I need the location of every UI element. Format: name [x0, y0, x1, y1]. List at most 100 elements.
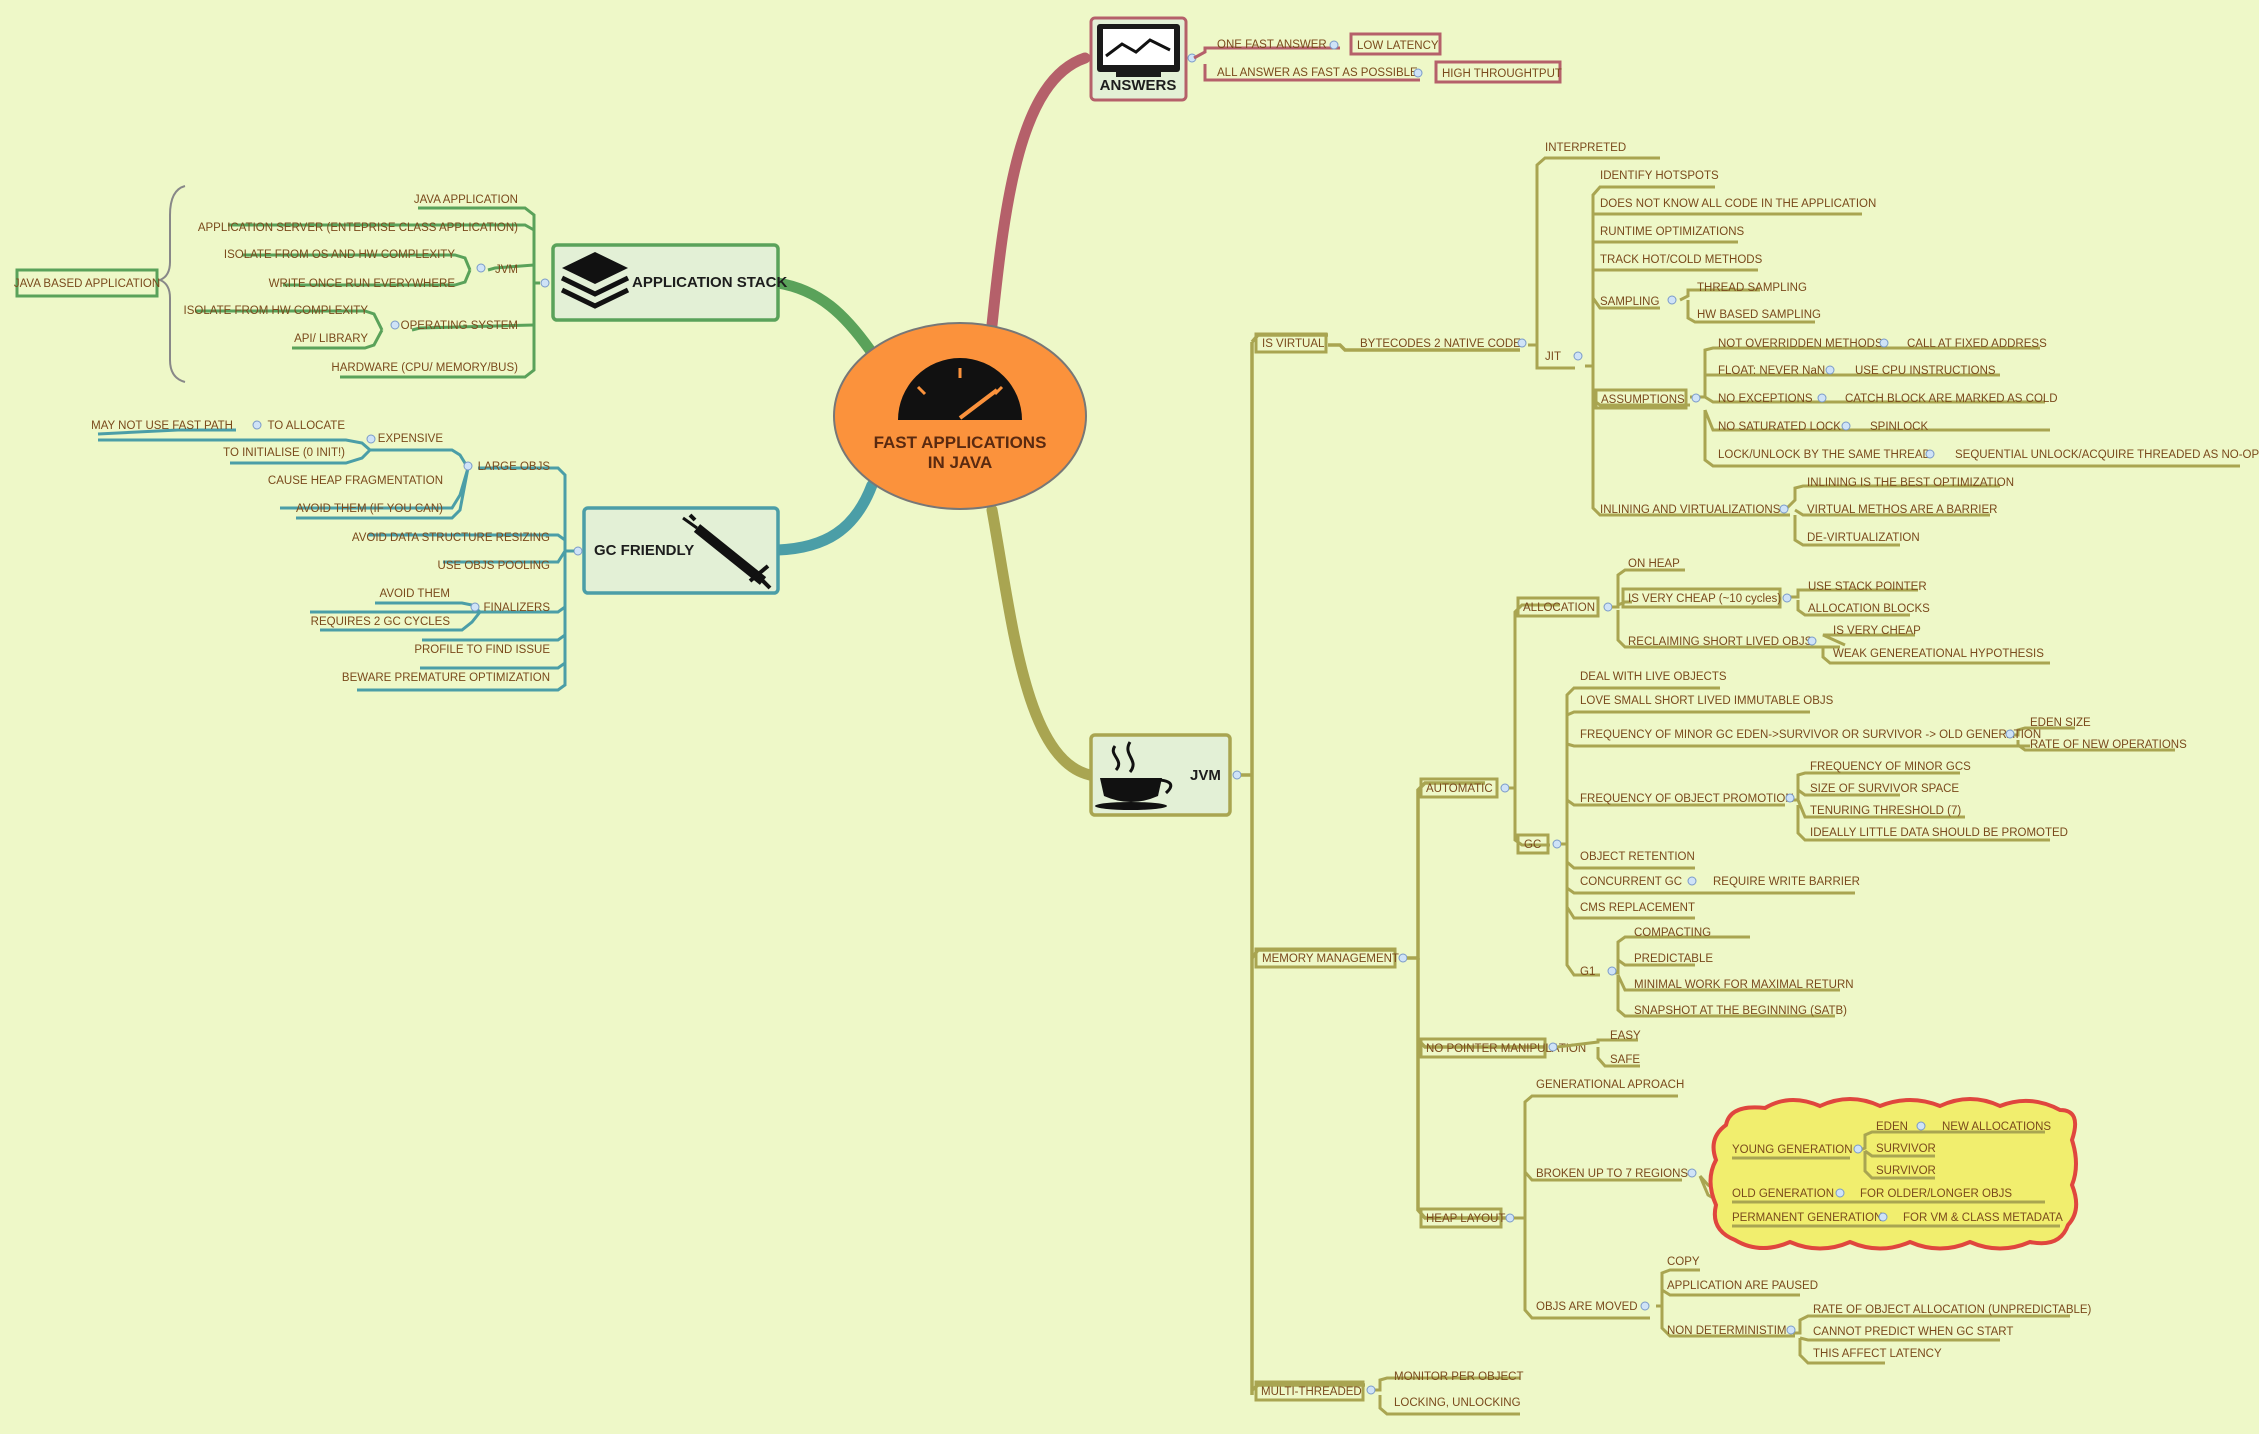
jvm-interpreted: INTERPRETED — [1545, 142, 1626, 154]
jvm-heap-layout: HEAP LAYOUT — [1426, 1213, 1505, 1225]
jvm-survivor-1: SURVIVOR — [1876, 1143, 1936, 1155]
jvm-g1: G1 — [1580, 966, 1595, 978]
jvm-no-pointer: NO POINTER MANIPULATION — [1426, 1043, 1586, 1055]
jvm-hw-sampling: HW BASED SAMPLING — [1697, 309, 1821, 321]
jvm-new-allocations: NEW ALLOCATIONS — [1942, 1121, 2051, 1133]
answer-result-1: LOW LATENCY — [1357, 40, 1439, 52]
jvm-freq-minor: FREQUENCY OF MINOR GC EDEN->SURVIVOR OR … — [1580, 729, 2041, 741]
jvm-snapshot: SNAPSHOT AT THE BEGINNING (SATB) — [1634, 1005, 1847, 1017]
jvm-sequential-unlock: SEQUENTIAL UNLOCK/ACQUIRE THREADED AS NO… — [1955, 449, 2259, 461]
jvm-identify-hotspots: IDENTIFY HOTSPOTS — [1600, 170, 1719, 182]
jvm-easy: EASY — [1610, 1030, 1641, 1042]
jvm-concurrent-gc: CONCURRENT GC — [1580, 876, 1682, 888]
stack-os-child-1: ISOLATE FROM HW COMPLEXITY — [184, 305, 369, 317]
stack-jvm-child-2: WRITE ONCE RUN EVERYWHERE — [269, 278, 456, 290]
stack-jvm: JVM — [495, 264, 518, 276]
jvm-rate-new-ops: RATE OF NEW OPERATIONS — [2030, 739, 2187, 751]
stack-app-server: APPLICATION SERVER (ENTEPRISE CLASS APPL… — [198, 222, 518, 234]
center-title-1: FAST APPLICATIONS — [874, 433, 1047, 452]
jvm-object-retention: OBJECT RETENTION — [1580, 851, 1695, 863]
gc-requires-2gc: REQUIRES 2 GC CYCLES — [311, 616, 451, 628]
jvm-spinlock: SPINLOCK — [1870, 421, 1928, 433]
layers-icon — [560, 252, 630, 309]
heap-regions-cloud — [1708, 1097, 2079, 1251]
jvm-branch — [986, 504, 1096, 781]
stack-brace — [157, 185, 186, 383]
jvm-use-stack-pointer: USE STACK POINTER — [1808, 581, 1927, 593]
answer-item-2: ALL ANSWER AS FAST AS POSSIBLE — [1217, 67, 1418, 79]
jvm-memory-mgmt: MEMORY MANAGEMENT — [1262, 953, 1399, 965]
gc-profile: PROFILE TO FIND ISSUE — [414, 644, 550, 656]
answers-node[interactable]: ANSWERS — [1089, 16, 1188, 102]
jvm-young-gen: YOUNG GENERATION — [1732, 1144, 1853, 1156]
jvm-use-cpu: USE CPU INSTRUCTIONS — [1855, 365, 1996, 377]
jvm-assumptions: ASSUMPTIONS — [1601, 394, 1685, 406]
gc-avoid-them-can: AVOID THEM (IF YOU CAN) — [296, 503, 443, 515]
jvm-lock-unlock: LOCK/UNLOCK BY THE SAME THREAD — [1718, 449, 1931, 461]
jvm-virtual-barrier: VIRTUAL METHOS ARE A BARRIER — [1807, 504, 1997, 516]
jvm-weak-gen: WEAK GENEREATIONAL HYPOTHESIS — [1833, 648, 2044, 660]
jvm-permanent-gen: PERMANENT GENERATION — [1732, 1212, 1882, 1224]
jvm-inlining-virt: INLINING AND VIRTUALIZATIONS — [1600, 504, 1781, 516]
gc-avoid-resizing: AVOID DATA STRUCTURE RESIZING — [352, 532, 550, 544]
jvm-thread-sampling: THREAD SAMPLING — [1697, 282, 1807, 294]
gc-box — [1516, 833, 1550, 855]
gc-label: GC FRIENDLY — [594, 542, 694, 559]
jvm-no-saturated: NO SATURATED LOCK — [1718, 421, 1841, 433]
gc-finalizers: FINALIZERS — [484, 602, 551, 614]
jvm-inlining-best: INLINING IS THE BEST OPTIMIZATION — [1807, 477, 2014, 489]
jvm-sampling: SAMPLING — [1600, 296, 1659, 308]
memory-mgmt-box — [1254, 947, 1397, 969]
jvm-cms-replacement: CMS REPLACEMENT — [1580, 902, 1695, 914]
jvm-copy: COPY — [1667, 1256, 1700, 1268]
gc-to-allocate: TO ALLOCATE — [267, 420, 345, 432]
jvm-not-overridden: NOT OVERRIDDEN METHODS — [1718, 338, 1883, 350]
jvm-ideally-little: IDEALLY LITTLE DATA SHOULD BE PROMOTED — [1810, 827, 2068, 839]
jvm-reclaiming: RECLAIMING SHORT LIVED OBJS — [1628, 636, 1813, 648]
jvm-affect-latency: THIS AFFECT LATENCY — [1813, 1348, 1942, 1360]
jvm-freq-minor-gcs: FREQUENCY OF MINOR GCS — [1810, 761, 1971, 773]
answer-item-1: ONE FAST ANSWER — [1217, 39, 1327, 51]
jvm-node[interactable]: JVM — [1089, 733, 1232, 817]
jvm-for-vm: FOR VM & CLASS METADATA — [1903, 1212, 2063, 1224]
automatic-box — [1419, 777, 1499, 799]
gc-avoid-them: AVOID THEM — [380, 588, 451, 600]
java-cup-icon — [1095, 741, 1173, 810]
jvm-for-older: FOR OLDER/LONGER OBJS — [1860, 1188, 2012, 1200]
jvm-generational: GENERATIONAL APROACH — [1536, 1079, 1684, 1091]
jvm-automatic: AUTOMATIC — [1426, 783, 1493, 795]
jvm-is-virtual: IS VIRTUAL — [1262, 338, 1325, 350]
assumptions-box — [1594, 388, 1688, 410]
center-title-2: IN JAVA — [928, 453, 993, 472]
jvm-compacting: COMPACTING — [1634, 927, 1711, 939]
jvm-runtime-opt: RUNTIME OPTIMIZATIONS — [1600, 226, 1745, 238]
jvm-eden-size: EDEN SIZE — [2030, 717, 2091, 729]
jvm-non-determinism: NON DETERMINISTIM — [1667, 1325, 1786, 1337]
jvm-freq-promotion: FREQUENCY OF OBJECT PROMOTION — [1580, 793, 1794, 805]
jvm-catch-cold: CATCH BLOCK ARE MARKED AS COLD — [1845, 393, 2058, 405]
jvm-label: JVM — [1190, 767, 1221, 784]
answer-result-2: HIGH THROUGHTPUT — [1442, 68, 1562, 80]
jvm-no-exceptions: NO EXCEPTIONS — [1718, 393, 1813, 405]
stack-os-child-2: API/ LIBRARY — [294, 333, 368, 345]
jvm-eden: EDEN — [1876, 1121, 1908, 1133]
gc-node[interactable]: GC FRIENDLY — [582, 506, 780, 595]
center-node[interactable]: FAST APPLICATIONS IN JAVA — [833, 322, 1087, 510]
jvm-old-gen: OLD GENERATION — [1732, 1188, 1834, 1200]
jvm-gc: GC — [1524, 839, 1541, 851]
multi-threaded-box — [1254, 1380, 1365, 1402]
very-cheap-box — [1621, 587, 1782, 609]
jvm-track-hot: TRACK HOT/COLD METHODS — [1600, 254, 1763, 266]
jvm-devirt: DE-VIRTUALIZATION — [1807, 532, 1920, 544]
stack-summary-box — [15, 268, 159, 298]
stack-node[interactable]: APPLICATION STACK — [551, 243, 787, 322]
jvm-predictable: PREDICTABLE — [1634, 953, 1713, 965]
gc-may-not-fast: MAY NOT USE FAST PATH — [91, 420, 233, 432]
jvm-cannot-predict: CANNOT PREDICT WHEN GC START — [1813, 1326, 2013, 1338]
jvm-call-fixed: CALL AT FIXED ADDRESS — [1907, 338, 2047, 350]
jvm-tenuring: TENURING THRESHOLD (7) — [1810, 805, 1961, 817]
jvm-broken-up: BROKEN UP TO 7 REGIONS — [1536, 1168, 1688, 1180]
high-throughput-box — [1434, 60, 1562, 84]
stack-java-app: JAVA APPLICATION — [414, 194, 518, 206]
